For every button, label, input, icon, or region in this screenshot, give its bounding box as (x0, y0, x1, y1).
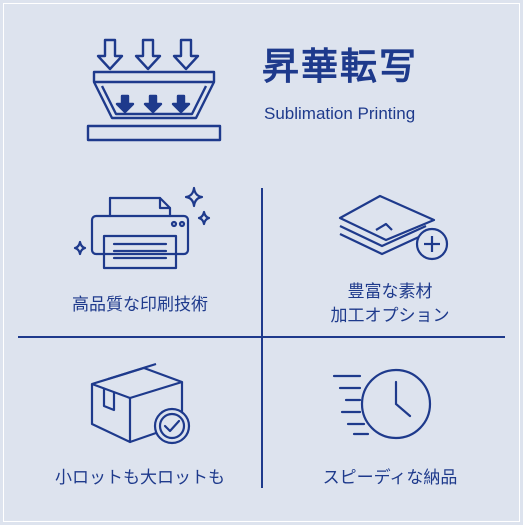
fast-clock-icon (332, 368, 432, 440)
feature-line: 高品質な印刷技術 (72, 295, 208, 315)
feature-line: 加工オプション (330, 306, 450, 326)
feature-label-lots: 小ロットも大ロットも (20, 466, 260, 490)
sublimation-press-icon (86, 38, 222, 142)
feature-label-materials: 豊富な素材 加工オプション (270, 280, 510, 328)
box-check-icon (90, 362, 191, 445)
paper-stack-plus-icon (338, 194, 449, 261)
feature-line: 豊富な素材 (347, 282, 433, 302)
feature-line: 小ロットも大ロットも (55, 468, 225, 488)
divider-horizontal (18, 336, 505, 338)
feature-line: スピーディな納品 (322, 468, 458, 488)
divider-vertical (261, 188, 263, 488)
title-english: Sublimation Printing (264, 104, 416, 123)
printer-sparkle-icon (73, 186, 211, 270)
feature-label-quality: 高品質な印刷技術 (20, 293, 260, 317)
feature-label-speed: スピーディな納品 (270, 466, 510, 490)
title-japanese: 昇華転写 (262, 45, 418, 88)
